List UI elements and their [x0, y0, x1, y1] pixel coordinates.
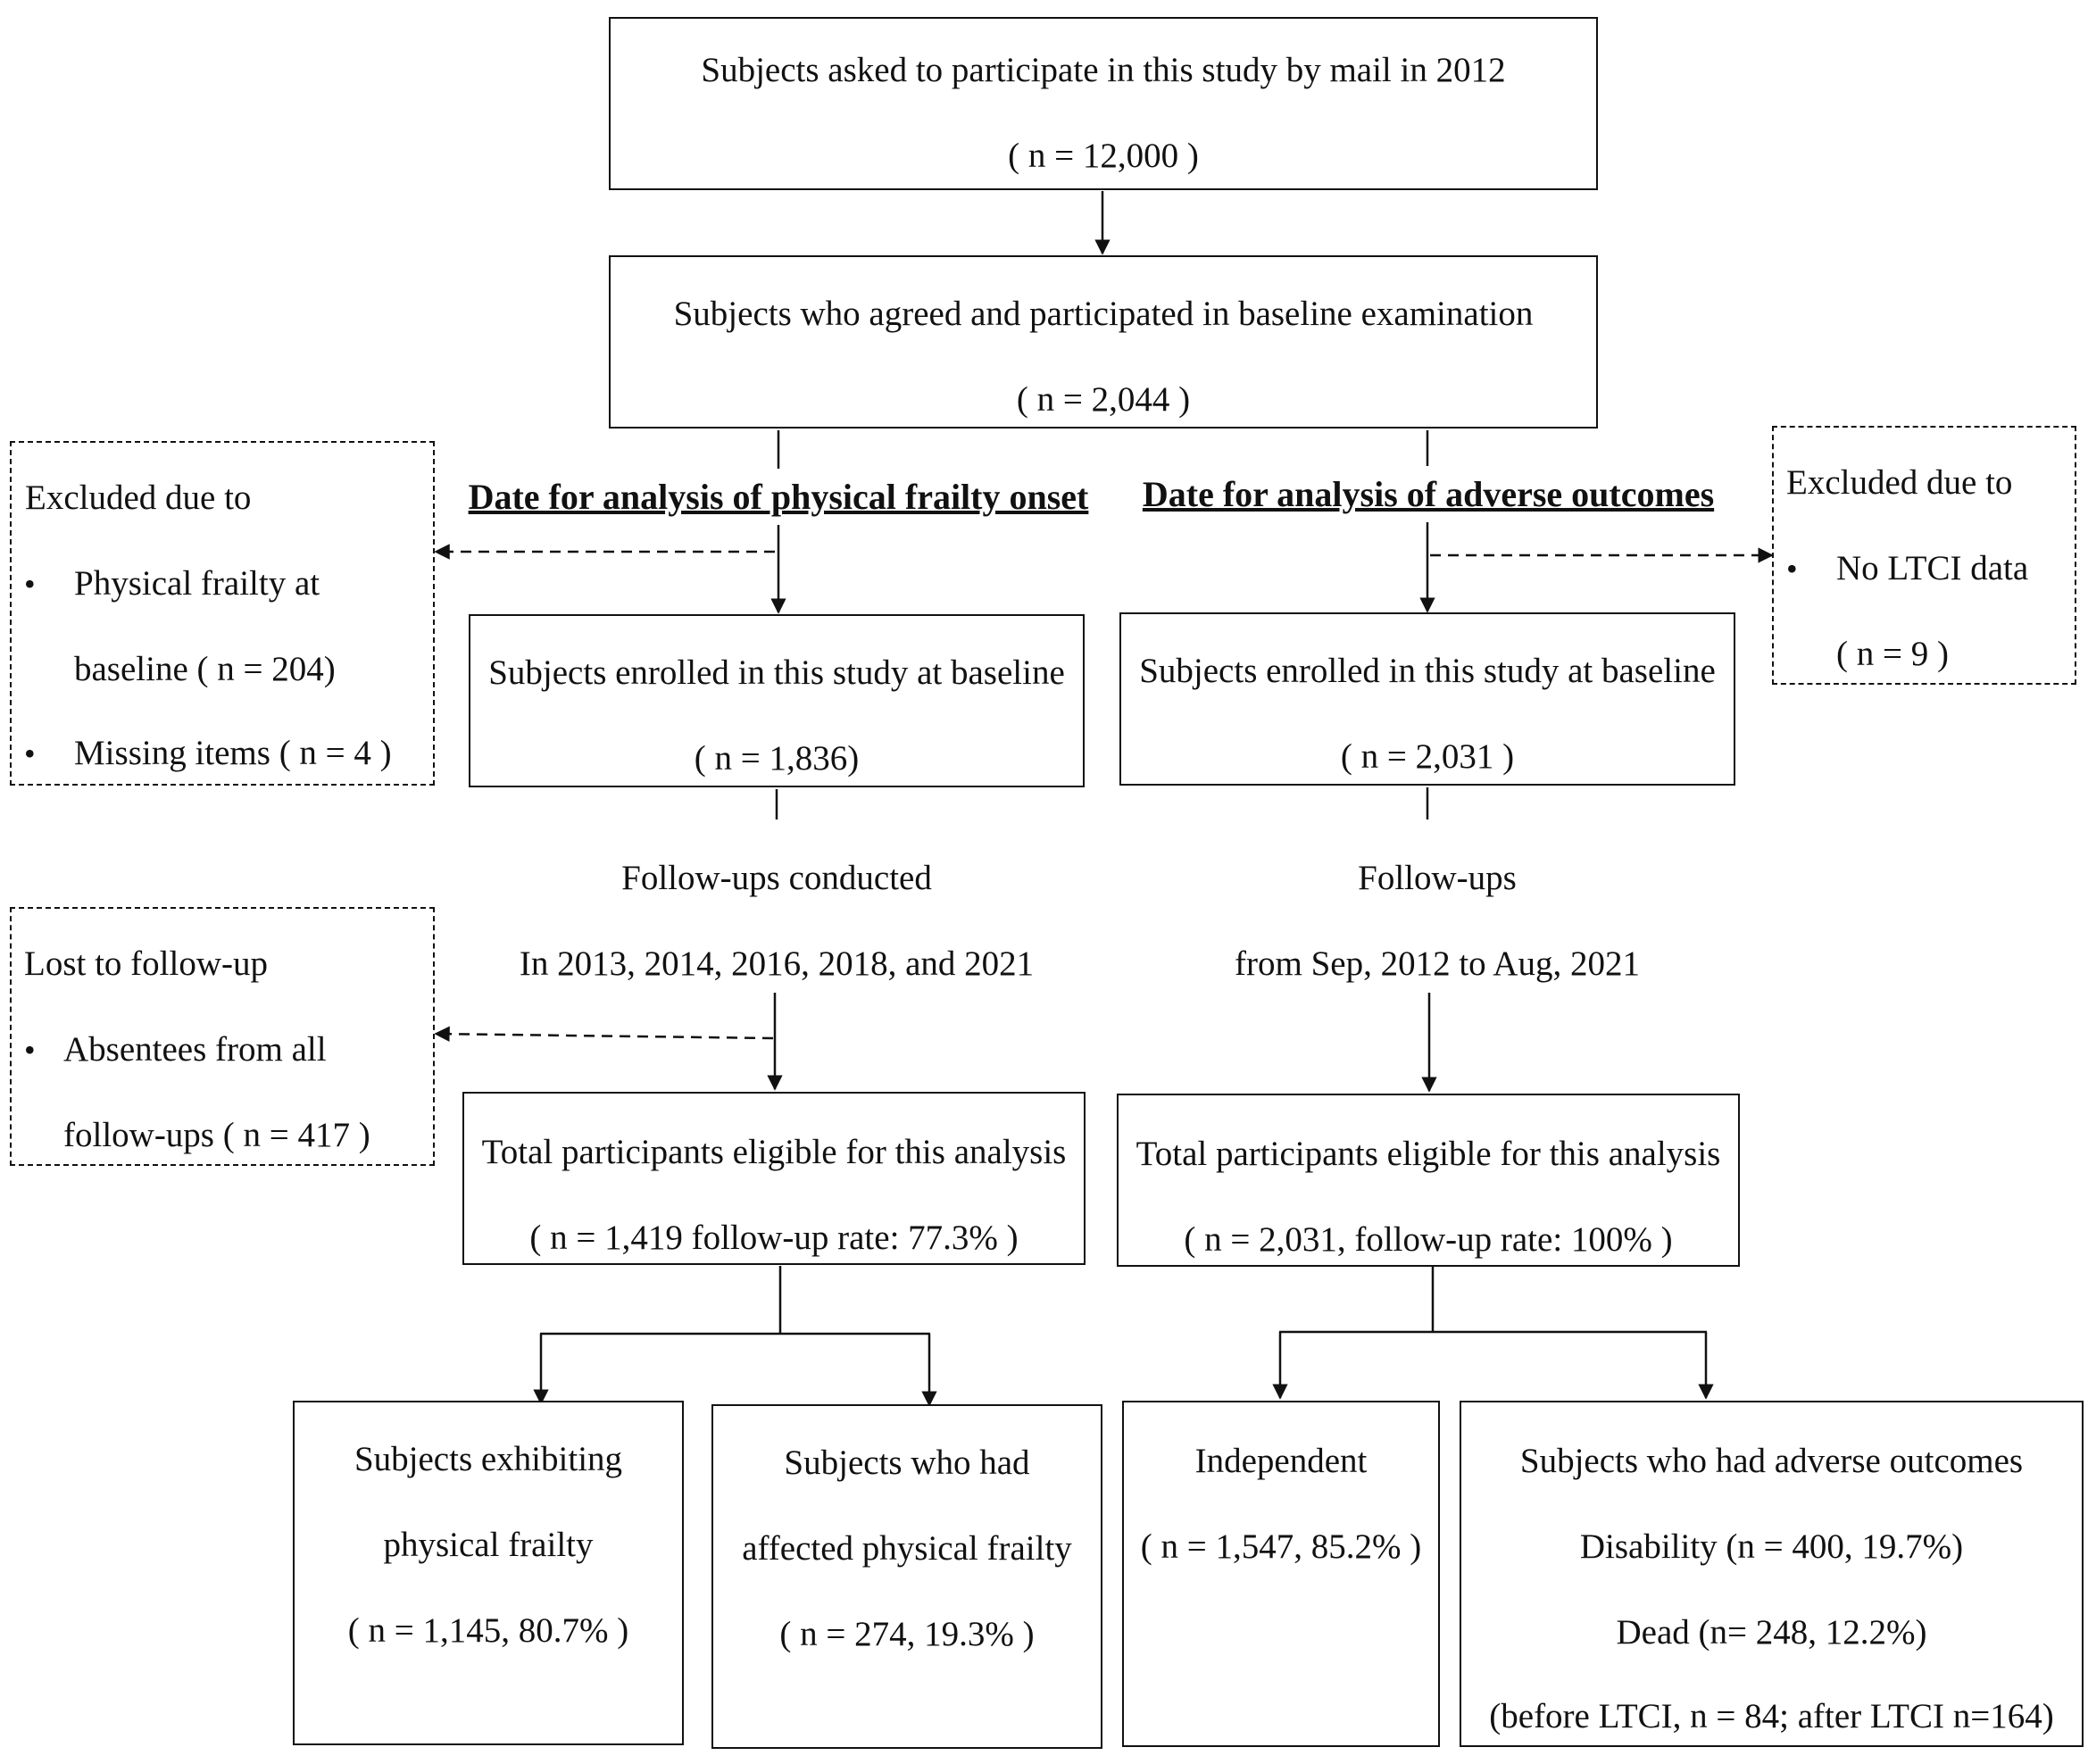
invitation-text: Subjects asked to participate in this st…	[701, 51, 1506, 89]
frailty-outcome-text1: Subjects exhibiting	[354, 1440, 623, 1478]
left-enrolled-text: Subjects enrolled in this study at basel…	[488, 653, 1065, 692]
right-eligible-text: Total participants eligible for this ana…	[1136, 1135, 1721, 1173]
right-followup-line1: Follow-ups	[1358, 859, 1517, 897]
right-enrolled-count: ( n = 2,031 )	[1340, 737, 1515, 776]
left-enrolled-box: Subjects enrolled in this study at basel…	[469, 614, 1085, 787]
invitation-count: ( n = 12,000 )	[1008, 137, 1199, 175]
left-branch-heading: Date for analysis of physical frailty on…	[468, 477, 1089, 517]
frailty-outcome-count: ( n = 1,145, 80.7% )	[347, 1611, 629, 1650]
lost-followup-item1-count: follow-ups ( n = 417 )	[63, 1116, 370, 1154]
lost-followup-title: Lost to follow-up	[24, 944, 268, 983]
left-followup-line2: In 2013, 2014, 2016, 2018, and 2021	[519, 944, 1035, 983]
right-enrolled-box: Subjects enrolled in this study at basel…	[1119, 612, 1735, 786]
lost-followup-box: Lost to follow-up • Absentees from all f…	[10, 907, 435, 1166]
bullet-icon: •	[24, 736, 36, 771]
independent-outcome-count: ( n = 1,547, 85.2% )	[1140, 1527, 1422, 1566]
baseline-text: Subjects who agreed and participated in …	[673, 295, 1534, 333]
invitation-box: Subjects asked to participate in this st…	[609, 17, 1598, 190]
bullet-icon: •	[24, 1032, 36, 1068]
right-excluded-item1-count: ( n = 9 )	[1836, 635, 1949, 673]
bullet-icon: •	[1786, 551, 1798, 587]
right-branch-heading: Date for analysis of adverse outcomes	[1142, 474, 1715, 514]
adverse-outcome-box: Subjects who had adverse outcomes Disabi…	[1460, 1401, 2084, 1747]
right-enrolled-text: Subjects enrolled in this study at basel…	[1139, 652, 1716, 690]
left-excluded-item1: Physical frailty at	[74, 564, 320, 603]
affected-outcome-count: ( n = 274, 19.3% )	[779, 1615, 1035, 1653]
left-excluded-item2: Missing items ( n = 4 )	[74, 734, 392, 772]
affected-outcome-text2: affected physical frailty	[742, 1529, 1072, 1568]
baseline-count: ( n = 2,044 )	[1016, 380, 1191, 419]
left-excluded-box: Excluded due to • Physical frailty at ba…	[10, 441, 435, 786]
left-enrolled-count: ( n = 1,836)	[694, 739, 860, 778]
left-eligible-count: ( n = 1,419 follow-up rate: 77.3% )	[529, 1219, 1019, 1257]
frailty-outcome-box: Subjects exhibiting physical frailty ( n…	[293, 1401, 684, 1745]
frailty-outcome-text2: physical frailty	[383, 1526, 594, 1564]
adverse-outcome-title: Subjects who had adverse outcomes	[1519, 1442, 2024, 1480]
right-excluded-title: Excluded due to	[1786, 463, 2013, 502]
independent-outcome-text: Independent	[1194, 1442, 1368, 1480]
bullet-icon: •	[24, 566, 36, 602]
right-eligible-box: Total participants eligible for this ana…	[1117, 1094, 1740, 1267]
adverse-outcome-disability: Disability (n = 400, 19.7%)	[1579, 1527, 1964, 1566]
right-eligible-count: ( n = 2,031, follow-up rate: 100% )	[1184, 1220, 1673, 1259]
lost-followup-item1: Absentees from all	[63, 1030, 327, 1069]
right-excluded-item1: No LTCI data	[1836, 549, 2029, 587]
independent-outcome-box: Independent ( n = 1,547, 85.2% )	[1122, 1401, 1440, 1747]
right-excluded-box: Excluded due to • No LTCI data ( n = 9 )	[1772, 426, 2076, 685]
left-excluded-item1-count: baseline ( n = 204)	[74, 650, 336, 688]
left-eligible-text: Total participants eligible for this ana…	[481, 1133, 1067, 1171]
left-eligible-box: Total participants eligible for this ana…	[462, 1092, 1086, 1265]
adverse-outcome-dead: Dead (n= 248, 12.2%)	[1616, 1613, 1927, 1652]
left-excluded-title: Excluded due to	[25, 478, 252, 517]
right-followup-line2: from Sep, 2012 to Aug, 2021	[1235, 944, 1640, 983]
arrow-left-lost	[434, 1026, 774, 1042]
adverse-outcome-ltci: (before LTCI, n = 84; after LTCI n=164)	[1489, 1697, 2054, 1735]
affected-outcome-box: Subjects who had affected physical frail…	[711, 1404, 1102, 1749]
baseline-box: Subjects who agreed and participated in …	[609, 255, 1598, 429]
affected-outcome-text1: Subjects who had	[784, 1444, 1030, 1482]
left-followup-line1: Follow-ups conducted	[621, 859, 932, 897]
